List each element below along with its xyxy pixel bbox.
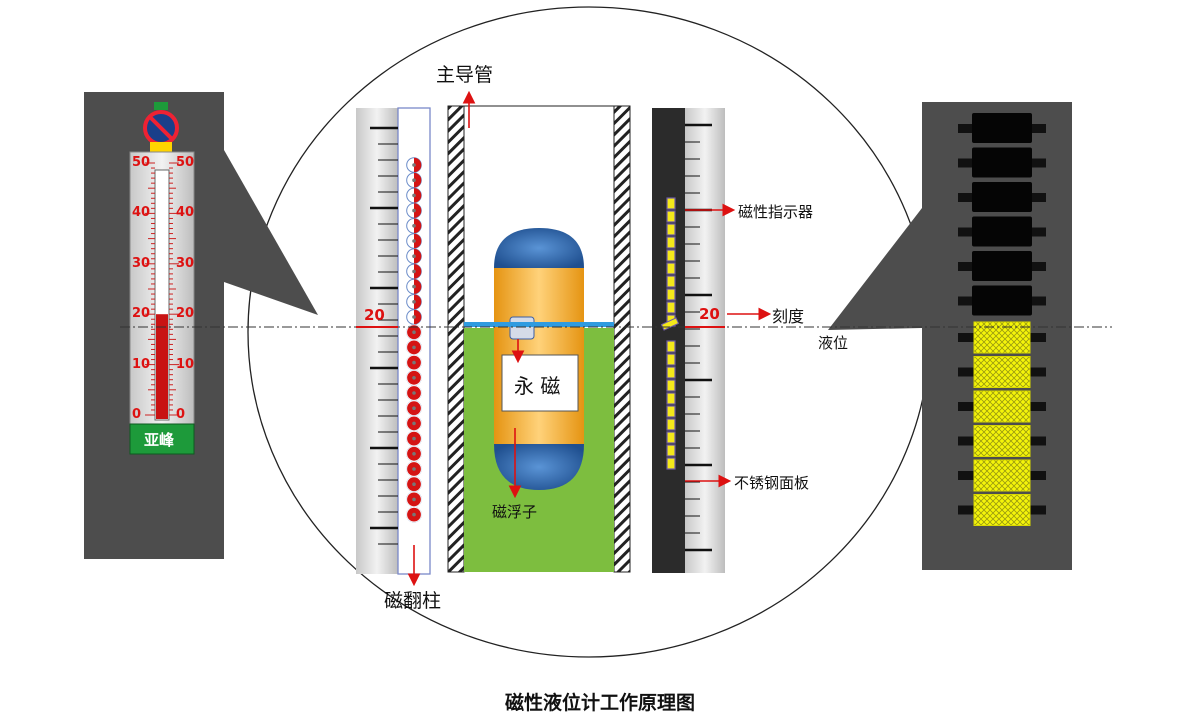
panel-level-mark: 20: [699, 305, 720, 323]
diagram-caption: 磁性液位计工作原理图: [504, 692, 695, 714]
gauge-scale-label-right: 0: [176, 407, 186, 422]
stainless-panel-label: 不锈钢面板: [734, 474, 810, 492]
flip-column: [356, 107, 431, 575]
flip-column-label: 磁翻柱: [384, 590, 442, 612]
gauge-scale-label-right: 10: [176, 356, 195, 372]
gauge-scale-label-left: 10: [132, 356, 151, 372]
float-label: 磁浮子: [492, 503, 538, 521]
main-tube-label: 主导管: [436, 64, 494, 86]
brand-plate: [129, 423, 195, 455]
gauge-scale-label-right: 50: [176, 155, 195, 170]
annotation-arrows: [407, 90, 772, 587]
gauge-scale-label-right: 20: [176, 306, 195, 322]
left-gauge-panel: [84, 92, 224, 559]
magnet-box: [501, 354, 579, 412]
gauge-scale-label-left: 30: [132, 255, 151, 271]
gauge-scale-label-left: 0: [132, 407, 142, 422]
scale-label: 刻度: [772, 307, 805, 326]
column-level-mark: 20: [364, 306, 385, 324]
float-bottom-cap: [494, 444, 584, 490]
stainless-panel: [652, 108, 725, 573]
right-indicator-panel: [922, 102, 1072, 570]
float-top-cap: [494, 228, 584, 268]
indicator-label: 磁性指示器: [738, 203, 814, 221]
left-callout-wedge: [224, 150, 318, 315]
gauge-scale-label-left: 20: [132, 306, 151, 322]
gauge-scale-label-left: 40: [132, 205, 151, 221]
right-callout-wedge: [828, 208, 922, 330]
main-tube: [447, 105, 631, 573]
gauge-scale-label-right: 30: [176, 255, 195, 271]
liquid-level-label: 液位: [818, 334, 849, 352]
gauge-scale-label-left: 50: [132, 155, 151, 170]
gauge-brand: 亚峰: [144, 431, 175, 449]
magnet-label: 永 磁: [514, 374, 561, 398]
gauge-scale-label-right: 40: [176, 205, 195, 221]
gauge-liquid-column: [156, 314, 168, 419]
